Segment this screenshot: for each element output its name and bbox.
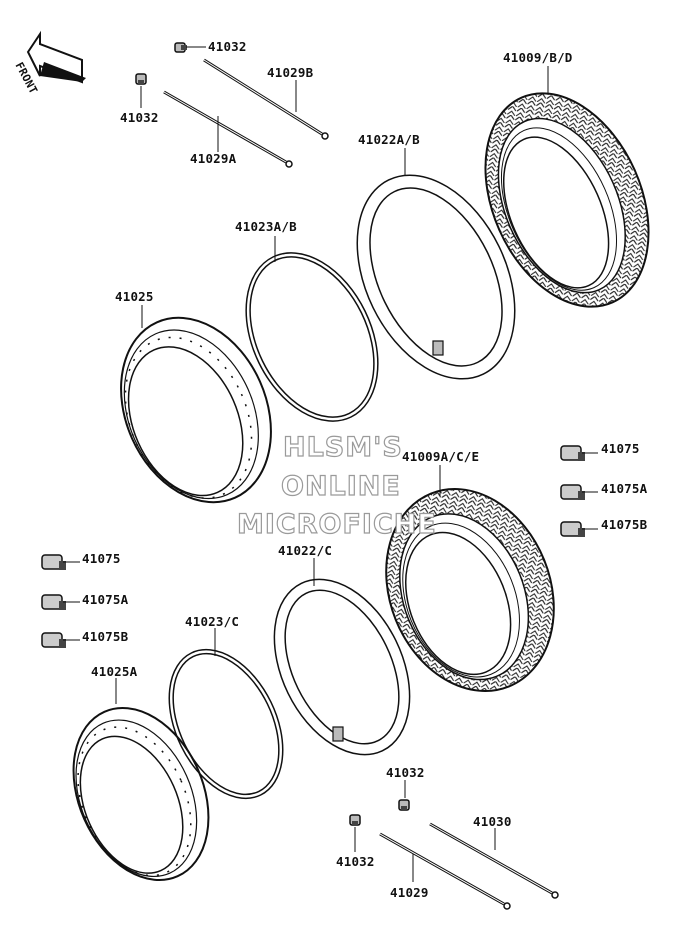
- weight-icon: [560, 521, 585, 537]
- spoke-41029-icon: [379, 832, 511, 910]
- spoke-41030-icon: [429, 822, 559, 899]
- leader-lines: [63, 46, 598, 882]
- weight-icon: [560, 484, 585, 500]
- weight-icon: [41, 594, 66, 610]
- rear-rim-band-icon: [168, 648, 284, 800]
- part-label-41009a-c-e: 41009A/C/E: [402, 449, 480, 464]
- part-label-41009-b-d: 41009/B/D: [503, 50, 573, 65]
- rear-tire-icon: [385, 488, 555, 692]
- weight-icon: [41, 632, 66, 648]
- part-label-41029b: 41029B: [267, 65, 314, 80]
- part-label-41032: 41032: [386, 765, 425, 780]
- spoke-41029a-icon: [163, 90, 293, 168]
- part-label-41023a-b: 41023A/B: [235, 219, 297, 234]
- nipple-icon: [349, 814, 361, 826]
- nipple-icon: [174, 42, 187, 53]
- front-rim-icon: [120, 316, 272, 504]
- part-label-41075b: 41075B: [601, 517, 648, 532]
- nipple-icon: [398, 799, 410, 811]
- part-label-41032: 41032: [120, 110, 159, 125]
- part-label-41032: 41032: [336, 854, 375, 869]
- part-label-41075a: 41075A: [82, 592, 129, 607]
- rear-tube-icon: [273, 578, 411, 756]
- weight-icon: [41, 554, 66, 570]
- part-label-41030: 41030: [473, 814, 512, 829]
- part-label-41022a-b: 41022A/B: [358, 132, 420, 147]
- part-label-41025: 41025: [115, 289, 154, 304]
- part-label-41075b: 41075B: [82, 629, 129, 644]
- part-label-41023-c: 41023/C: [185, 614, 240, 629]
- part-label-41075: 41075: [82, 551, 121, 566]
- front-tire-icon: [484, 92, 650, 308]
- part-label-41022-c: 41022/C: [278, 543, 333, 558]
- part-label-41032: 41032: [208, 39, 247, 54]
- weight-icon: [560, 445, 585, 461]
- rear-rim-icon: [72, 707, 210, 881]
- part-label-41025a: 41025A: [91, 664, 138, 679]
- front-rim-band-icon: [245, 252, 379, 422]
- part-label-41075: 41075: [601, 441, 640, 456]
- watermark-line-1: HLSM'S: [282, 432, 403, 463]
- nipple-icon: [135, 73, 147, 85]
- watermark-line-2: ONLINE: [280, 471, 401, 502]
- part-label-41029a: 41029A: [190, 151, 237, 166]
- front-tube-icon: [356, 174, 516, 380]
- front-arrow-icon: [26, 30, 86, 84]
- part-label-41029: 41029: [390, 885, 429, 900]
- part-label-41075a: 41075A: [601, 481, 648, 496]
- watermark-line-3: MICROFICHE: [236, 509, 437, 540]
- spoke-41029b-icon: [203, 58, 329, 140]
